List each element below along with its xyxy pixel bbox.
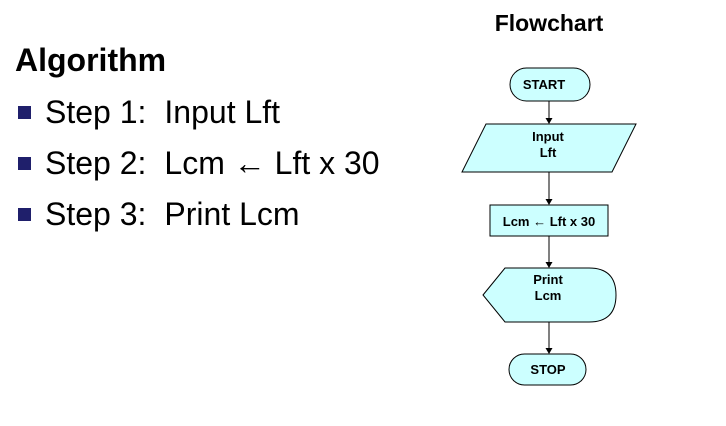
stop-node-label: STOP [530,362,565,377]
step-text: Lcm ← Lft x 30 [164,144,380,181]
process-rectangle-shape [489,204,609,237]
process-node-label: Lcm ← Lft x 30 [503,214,595,229]
start-node-label: START [523,77,565,92]
print-node-label-line2: Lcm [535,288,562,303]
start-terminal-shape [509,67,591,102]
stop-terminal-shape [508,353,587,386]
step-label: Step 3: [45,195,147,232]
square-bullet-icon [18,156,31,170]
step-text: Input Lft [164,93,281,130]
arrowhead-icon [545,262,553,268]
step-label: Step 1: [45,93,147,130]
arrowhead-icon [545,118,553,124]
arrowhead-icon [545,348,553,354]
start-node: START [509,67,591,102]
step-label: Step 2: [45,144,147,181]
step-item: Step 1: Input Lft [18,92,380,132]
step-item: Step 3: Print Lcm [18,194,380,234]
print-node-label-line1: Print [533,272,563,287]
square-bullet-icon [18,105,31,119]
process-node: Lcm ← Lft x 30 [489,204,609,237]
step-item: Step 2: Lcm ← Lft x 30 [18,143,380,183]
step-text: Print Lcm [164,195,300,232]
print-node: Print Lcm [482,267,617,323]
stop-node: STOP [508,353,587,386]
square-bullet-icon [18,207,31,221]
flowchart-title: Flowchart [494,10,604,36]
input-parallelogram-shape [461,123,637,173]
input-node-label-line2: Lft [540,145,557,160]
flow-connectors [545,101,553,354]
input-node: Input Lft [461,123,637,173]
print-display-shape [482,267,617,323]
algorithm-title: Algorithm [15,42,167,78]
arrowhead-icon [545,199,553,205]
input-node-label-line1: Input [532,129,564,144]
algorithm-steps: Step 1: Input Lft Step 2: Lcm ← Lft x 30… [18,92,380,245]
